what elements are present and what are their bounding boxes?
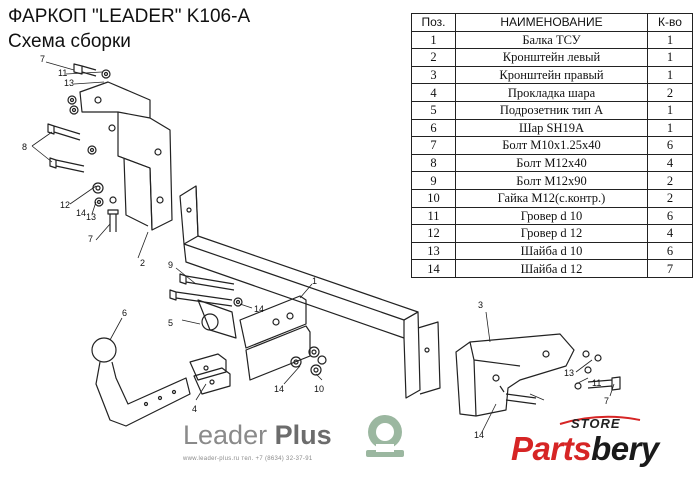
callout-11-left: 11 — [58, 68, 67, 78]
callout-3: 3 — [478, 300, 483, 310]
left-fasteners — [47, 63, 119, 232]
right-bracket-part — [455, 333, 575, 417]
callout-14-mid: 14 — [254, 304, 264, 314]
callout-14-right: 14 — [474, 430, 484, 440]
cell-name: Шайба d 12 — [455, 259, 648, 278]
cell-pos: 12 — [411, 224, 456, 243]
ball-mount-plates — [169, 273, 311, 381]
right-fasteners — [499, 350, 621, 405]
cell-name: Гровер d 12 — [455, 224, 648, 243]
tow-ball-part — [91, 337, 191, 427]
callout-1: 1 — [312, 276, 317, 286]
callout-14-bottom: 14 — [274, 384, 284, 394]
callout-13-right: 13 — [564, 368, 574, 378]
callout-4: 4 — [192, 404, 197, 414]
column-header-name: НАИМЕНОВАНИЕ — [455, 13, 648, 32]
leader-lines — [31, 61, 615, 433]
cell-pos: 14 — [411, 259, 456, 278]
nuts-and-washers — [290, 346, 327, 376]
cell-qty: 7 — [647, 259, 693, 278]
callout-7-left: 7 — [40, 54, 45, 64]
store-label: STORE — [571, 416, 621, 431]
callout-7-right: 7 — [604, 396, 609, 406]
brand-plus-text: Plus — [274, 420, 332, 450]
beam-part — [179, 185, 441, 399]
brand-contact: www.leader-plus.ru тел. +7 (8634) 32-37-… — [183, 456, 313, 462]
callout-5: 5 — [168, 318, 173, 328]
cell-name: Кронштейн правый — [455, 65, 648, 85]
callout-2: 2 — [140, 258, 145, 268]
cell-name: Шайба d 10 — [455, 241, 648, 261]
spacer-part — [189, 353, 231, 395]
callout-13-left: 13 — [64, 78, 74, 88]
callout-13-lower: 13 — [86, 212, 96, 222]
partsbery-text-parts: Parts — [511, 430, 592, 467]
left-bracket-part — [79, 81, 173, 231]
callout-11-right: 11 — [592, 378, 601, 388]
leader-plus-wordmark: Leader Plus — [183, 420, 332, 451]
partsbery-text-bery: bery — [591, 430, 659, 467]
partsbery-logo: Partsbery — [511, 430, 659, 468]
page-title: ФАРКОП "LEADER" K106-A — [8, 6, 251, 27]
callout-14-left: 14 — [76, 208, 86, 218]
leader-plus-logo-icon — [366, 415, 404, 457]
page-subtitle: Схема сборки — [8, 31, 131, 52]
callout-10: 10 — [314, 384, 324, 394]
partsbery-swoosh-icon — [559, 415, 641, 425]
callout-7-lower: 7 — [88, 234, 93, 244]
brand-leader-text: Leader — [183, 420, 268, 450]
cell-name: Болт M10x1.25x40 — [455, 136, 648, 155]
callout-9: 9 — [168, 260, 173, 270]
callout-12: 12 — [60, 200, 70, 210]
callout-8: 8 — [22, 142, 27, 152]
cell-name: Болт M12x40 — [455, 153, 648, 173]
callout-6: 6 — [122, 308, 127, 318]
